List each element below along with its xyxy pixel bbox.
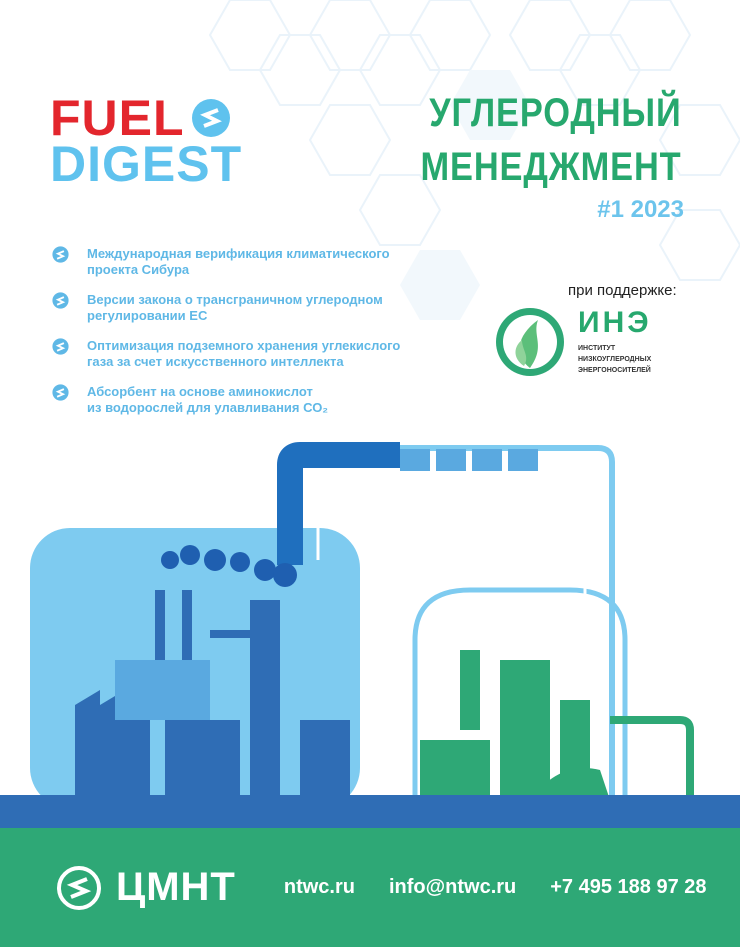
website-link[interactable]: ntwc.ru — [283, 876, 355, 898]
brand-s-icon — [52, 384, 69, 401]
cmnt-logo: ЦМНТ — [56, 865, 236, 911]
phone-number[interactable]: +7 495 188 97 28 — [550, 876, 707, 898]
carbon-capture-illustration — [0, 442, 740, 830]
brand-s-icon — [57, 865, 101, 910]
list-item: Международная верификация климатического… — [52, 246, 400, 278]
list-item: Версии закона о трансграничном углеродно… — [52, 292, 400, 324]
issue-number: #1 2023 — [597, 196, 684, 223]
footer: ЦМНТ ntwc.ru info@ntwc.ru +7 495 188 97 … — [0, 828, 740, 947]
brand-s-icon — [52, 246, 69, 263]
list-item: Оптимизация подземного хранения углекисл… — [52, 338, 400, 370]
support-label: при поддержке: — [568, 282, 677, 299]
fuel-digest-logo: FUEL DIGEST — [50, 90, 243, 192]
brand-s-icon — [52, 338, 69, 355]
email-link[interactable]: info@ntwc.ru — [388, 876, 517, 898]
brand-s-icon — [52, 292, 69, 309]
contents-list: Международная верификация климатического… — [52, 246, 400, 430]
leaf-cycle-icon — [496, 308, 564, 376]
brand-s-icon — [191, 99, 230, 137]
